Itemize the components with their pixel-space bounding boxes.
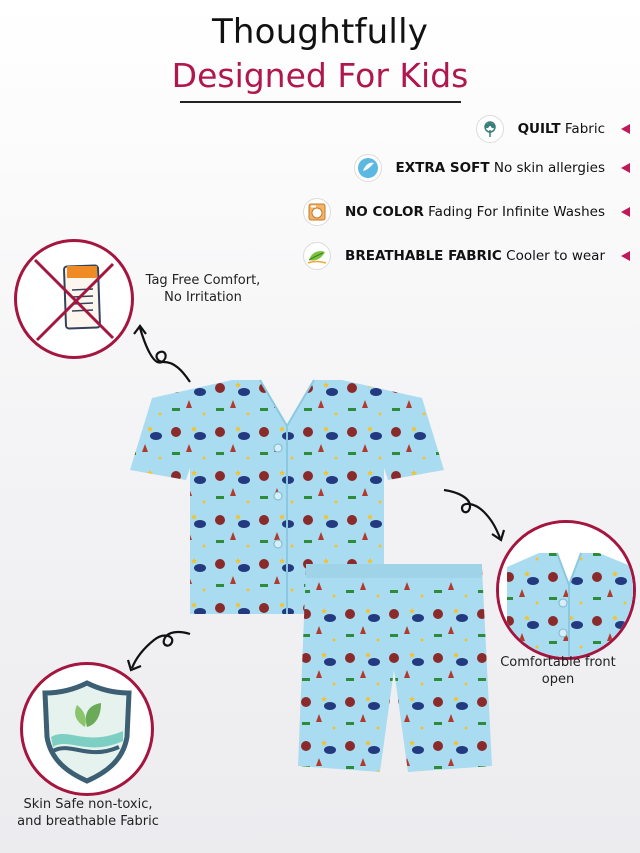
skin-safe-badge bbox=[20, 662, 154, 796]
feature-label: BREATHABLE FABRIC Cooler to wear bbox=[345, 248, 605, 264]
cotton-plant-icon bbox=[475, 115, 504, 143]
crossed-tag-icon bbox=[33, 258, 115, 342]
tag-free-badge bbox=[14, 239, 134, 359]
headline-underline bbox=[180, 101, 461, 103]
feature-quilt-fabric: QUILT Fabric bbox=[475, 114, 630, 144]
tag-free-caption: Tag Free Comfort, No Irritation bbox=[145, 273, 261, 305]
front-open-badge bbox=[496, 520, 636, 660]
feature-label: NO COLOR Fading For Infinite Washes bbox=[344, 204, 605, 220]
washing-machine-icon bbox=[302, 198, 331, 226]
feature-label: EXTRA SOFT No skin allergies bbox=[395, 160, 605, 176]
skin-safe-caption: Skin Safe non-toxic, and breathable Fabr… bbox=[17, 797, 159, 829]
pointer-triangle-icon bbox=[621, 207, 630, 217]
feature-no-color-fading: NO COLOR Fading For Infinite Washes bbox=[302, 197, 630, 227]
feature-label: QUILT Fabric bbox=[517, 121, 605, 137]
headline-thoughtfully: Thoughtfully bbox=[211, 12, 429, 52]
front-open-caption: Comfortable front open bbox=[500, 655, 616, 687]
pointer-triangle-icon bbox=[621, 124, 630, 134]
shorts-product-image bbox=[298, 564, 492, 772]
feature-breathable-fabric: BREATHABLE FABRIC Cooler to wear bbox=[303, 241, 630, 271]
leaf-breathable-icon bbox=[303, 242, 332, 270]
headline-designed-for-kids: Designed For Kids bbox=[171, 56, 469, 95]
shield-leaf-icon bbox=[42, 680, 132, 784]
pointer-triangle-icon bbox=[621, 163, 630, 173]
soft-feather-icon bbox=[353, 154, 382, 182]
pointer-triangle-icon bbox=[621, 251, 630, 261]
shirt-product-image bbox=[130, 379, 444, 614]
shirt-closeup-image bbox=[499, 523, 633, 657]
curly-arrow-icon bbox=[443, 488, 506, 542]
feature-extra-soft: EXTRA SOFT No skin allergies bbox=[353, 153, 630, 183]
curly-arrow-icon bbox=[126, 630, 191, 672]
curly-arrow-icon bbox=[133, 324, 191, 383]
